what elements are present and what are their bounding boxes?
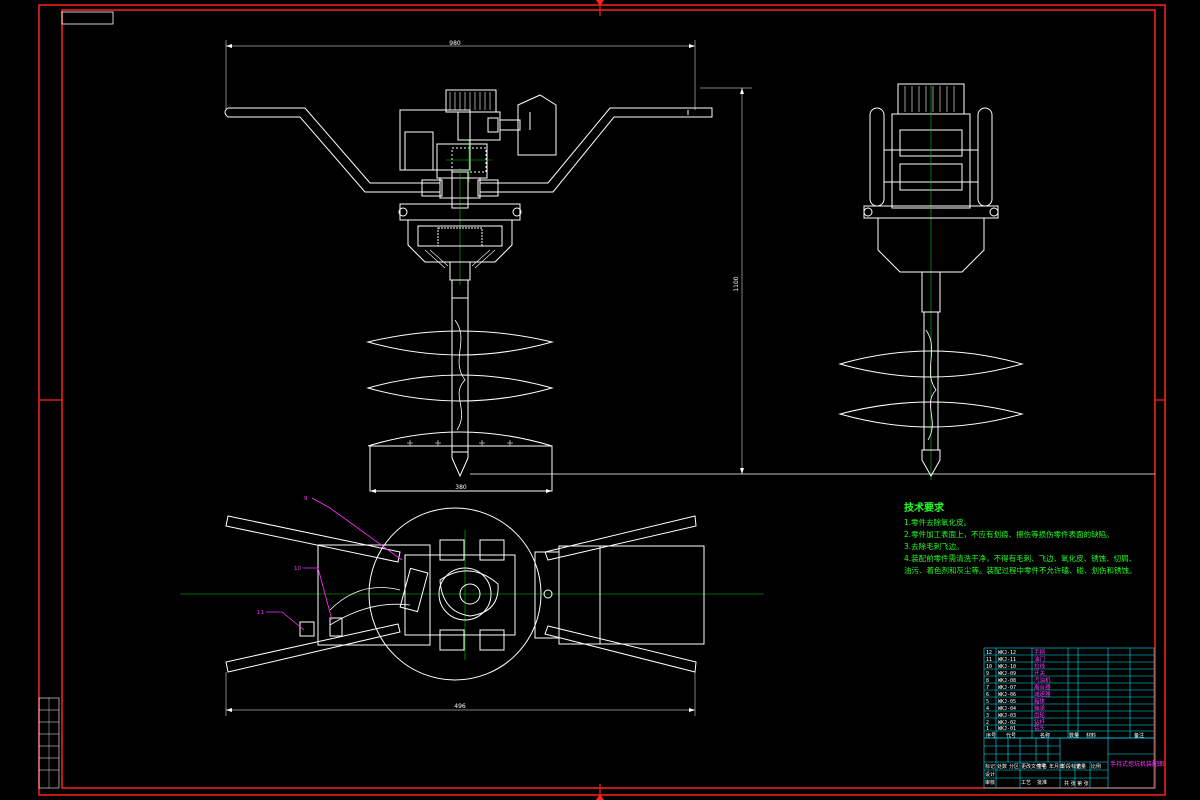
bom-row-name: 手柄	[1034, 648, 1046, 656]
bom-header-qty: 数量	[1069, 732, 1079, 739]
tb-role-approve: 批准	[1037, 779, 1047, 786]
bom-header-code: 代号	[1006, 732, 1016, 739]
bom-row-no: 9	[986, 671, 989, 677]
callout-11: 11	[257, 610, 264, 616]
bom-row-name: 钻杆	[1034, 718, 1046, 726]
bom-header-no: 序号	[986, 732, 996, 739]
bom-row-code: WKJ-07	[998, 685, 1016, 691]
tb-role-design: 设计	[985, 771, 995, 778]
bom-row-code: WKJ-04	[998, 706, 1016, 712]
bom-header-remark: 备注	[1134, 732, 1144, 739]
bom-header-name: 名称	[1040, 732, 1050, 739]
technical-requirements: 技术要求 1.零件去除氧化皮。 2.零件加工表面上，不应有划痕、擦伤等损伤零件表…	[904, 501, 1137, 575]
tb-label-zone: 分区	[1009, 763, 1019, 770]
bom-row-name: 拉线	[1034, 662, 1046, 670]
tb-label-mark: 标记	[985, 763, 995, 770]
sheet-border	[38, 0, 1166, 800]
tb-stage-mark: 阶段标记	[1061, 763, 1081, 770]
bom-row-no: 3	[986, 713, 989, 719]
tb-label-change: 更改文件号	[1021, 763, 1046, 770]
bom-row-no: 11	[986, 657, 992, 663]
dimension-handle-width: 980	[449, 40, 461, 47]
bom-row-code: WKJ-09	[998, 671, 1016, 677]
dimension-top-view-width: 496	[454, 703, 466, 710]
bom-row-code: WKJ-11	[998, 657, 1016, 663]
tech-requirement-2: 2.零件加工表面上，不应有划痕、擦伤等损伤零件表面的缺陷。	[904, 529, 1114, 539]
drawing-title: 手持式挖坑机装配图	[1110, 760, 1164, 768]
tech-requirement-5: 油污、着色剂和灰尘等。装配过程中零件不允许磕、碰、划伤和锈蚀。	[904, 565, 1137, 575]
bom-header-material: 材料	[1086, 732, 1096, 739]
bom-row-code: WKJ-12	[998, 650, 1016, 656]
bom-row-name: 离合器	[1034, 683, 1051, 691]
bom-row-no: 4	[986, 706, 989, 712]
bom-row-no: 6	[986, 692, 989, 698]
bom-row-no: 10	[986, 664, 992, 670]
tech-requirement-3: 3.去除毛刺飞边。	[904, 541, 964, 551]
title-block	[983, 737, 1155, 789]
tb-scale: 比例	[1091, 763, 1101, 770]
tb-label-count: 处数	[997, 763, 1007, 770]
bom-row-code: WKJ-05	[998, 699, 1016, 705]
tb-role-review: 审核	[985, 779, 995, 786]
tech-requirement-1: 1.零件去除氧化皮。	[904, 517, 971, 527]
tech-requirement-4: 4.装配前零件需清洗干净，不得有毛刺、飞边、氧化皮、锈蚀、切屑、	[904, 553, 1136, 563]
bom-row-name: 汽油机	[1034, 676, 1051, 684]
front-view	[224, 40, 1155, 493]
bom-row-code: WKJ-08	[998, 678, 1016, 684]
bom-row-code: WKJ-02	[998, 720, 1016, 726]
tech-requirements-heading: 技术要求	[904, 501, 945, 514]
bom-row-name: 轴承	[1034, 704, 1046, 712]
dimension-total-height: 1100	[733, 276, 740, 291]
tb-label-date: 年月日	[1049, 763, 1064, 770]
side-view	[838, 83, 1024, 480]
dimension-auger-diameter: 380	[455, 484, 467, 491]
bom-row-no: 7	[986, 685, 989, 691]
bom-row-no: 5	[986, 699, 989, 705]
bom-row-no: 2	[986, 720, 989, 726]
tb-label-sign: 签名	[1037, 763, 1047, 770]
bom-row-no: 8	[986, 678, 989, 684]
bom-row-name: 油门	[1034, 655, 1045, 663]
callout-10: 10	[294, 566, 301, 572]
tb-sheet: 共 张 第 张	[1064, 780, 1089, 787]
bom-row-no: 1	[986, 726, 989, 732]
bom-rows: 12 WKJ-12 手柄 11 WKJ-11 油门 10 WKJ-10 拉线 9…	[986, 648, 1144, 739]
bom-row-code: WKJ-10	[998, 664, 1016, 670]
callout-leaders	[266, 497, 403, 631]
bom-row-name: 开关	[1034, 669, 1046, 677]
bom-row-name: 齿轮	[1034, 711, 1046, 719]
bom-row-code: WKJ-01	[998, 726, 1016, 732]
bom-row-code: WKJ-03	[998, 713, 1016, 719]
callout-9: 9	[304, 496, 308, 502]
bom-row-name: 减速器	[1034, 690, 1051, 698]
bom-row-name: 箱体	[1034, 697, 1046, 705]
bom-row-code: WKJ-06	[998, 692, 1016, 698]
side-revision-strip	[38, 697, 60, 789]
tb-role-process: 工艺	[1021, 780, 1031, 786]
bom-row-no: 12	[986, 650, 992, 656]
bom-row-name: 钻头	[1034, 724, 1046, 732]
top-view	[180, 507, 764, 716]
tb-weight: 重量	[1076, 763, 1086, 770]
title-block-text: 标记 处数 分区 更改文件号 签名 年月日 设计 审核 工艺 批准 阶段标记 重…	[985, 760, 1164, 787]
